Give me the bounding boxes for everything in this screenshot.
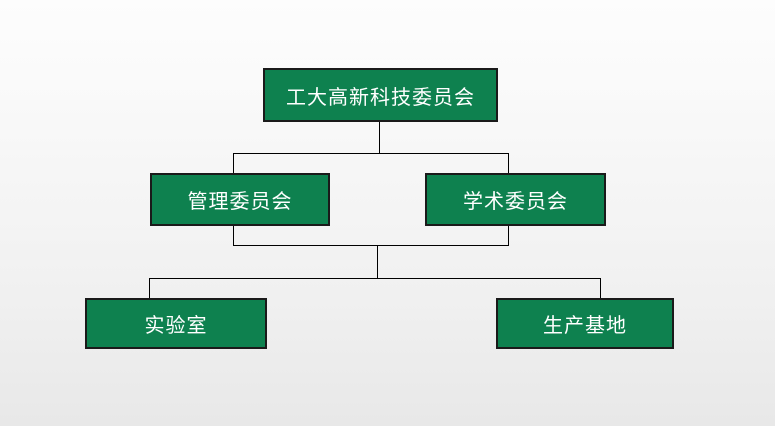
org-node-academic-label: 学术委员会 <box>463 191 568 213</box>
connector-academic-top <box>508 153 509 174</box>
connector-level1-2-bus <box>233 153 509 154</box>
connector-management-bottom <box>233 226 234 245</box>
connector-laboratory-down <box>149 278 150 299</box>
connector-middle-down <box>377 245 378 278</box>
connector-academic-bottom <box>508 226 509 245</box>
connector-management-top <box>233 153 234 174</box>
connector-root-down <box>379 122 380 153</box>
org-node-root: 工大高新科技委员会 <box>263 68 498 122</box>
org-node-production-base: 生产基地 <box>496 298 674 349</box>
connector-level2-3-bus <box>149 278 601 279</box>
org-node-root-label: 工大高新科技委员会 <box>286 86 475 109</box>
org-node-management-committee: 管理委员会 <box>150 173 330 226</box>
org-node-laboratory: 实验室 <box>85 298 267 349</box>
org-node-academic-committee: 学术委员会 <box>425 173 606 226</box>
org-node-management-label: 管理委员会 <box>187 191 293 213</box>
org-node-production-label: 生产基地 <box>543 315 627 337</box>
org-node-laboratory-label: 实验室 <box>144 315 208 337</box>
connector-level2-merge-bus <box>233 245 509 246</box>
connector-production-down <box>600 278 601 299</box>
